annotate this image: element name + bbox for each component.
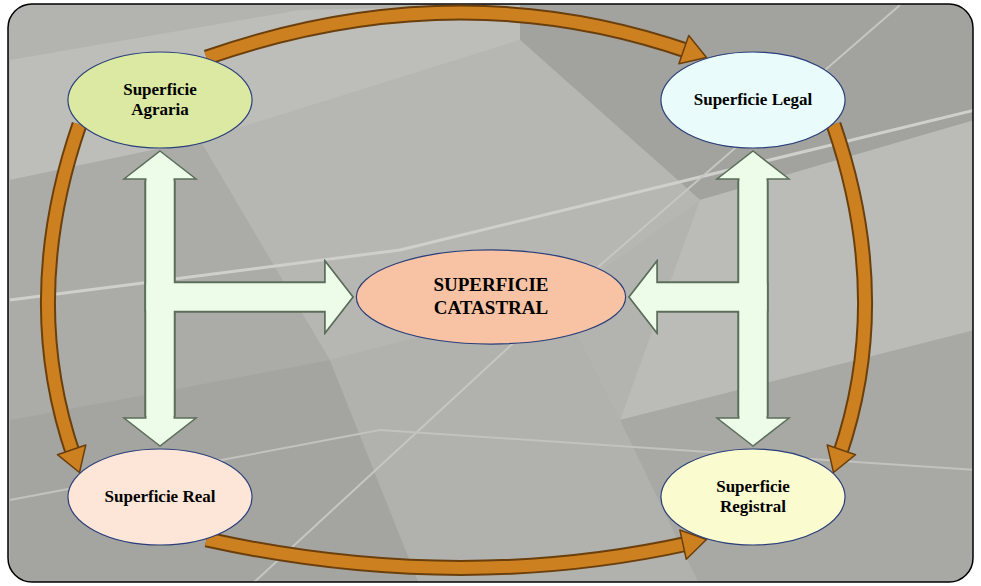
cycle-arrow-body: [207, 539, 689, 568]
thick-arrow-fills: [160, 176, 753, 421]
node-text-group: Superficie Registral: [693, 477, 813, 518]
node-label: Superficie Real: [105, 487, 216, 507]
cycle-arrow: [48, 125, 86, 473]
cycle-arrow-outline: [48, 125, 80, 456]
node-text-group: Superficie Real: [105, 487, 216, 507]
node-label: SUPERFICIE CATASTRAL: [406, 274, 576, 320]
cycle-arrow-head: [57, 445, 85, 473]
thick-arrow-head: [124, 418, 196, 446]
thick-arrow-head: [717, 151, 789, 179]
thick-arrow-outline: [629, 261, 753, 416]
thick-arrow-body: [654, 181, 753, 297]
ellipse-shape: [356, 250, 625, 344]
photo-ground: [8, 4, 973, 582]
thick-arrow-head: [717, 418, 789, 446]
thick-arrow-body: [160, 181, 328, 297]
thick-arrow-outlines: [124, 151, 789, 446]
thick-arrow-shaft-outline: [654, 181, 753, 297]
cycle-arrow-outline: [207, 539, 689, 568]
thick-arrow-shaft-outline: [654, 297, 753, 416]
cycle-arrow-outline: [834, 125, 866, 456]
frame-border: [8, 4, 973, 582]
thick-arrow-outline: [160, 261, 353, 416]
cycle-arrow: [207, 530, 707, 568]
ellipse-node: Superficie Agraria: [67, 51, 253, 149]
cycle-arrow-body: [207, 13, 690, 58]
node-text-group: Superficie Agraria: [100, 80, 220, 121]
cycle-arrow-head: [827, 445, 855, 473]
thick-arrow-shaft-outline: [160, 297, 328, 416]
ellipse-node: Superficie Registral: [660, 448, 846, 546]
cycle-arrow: [827, 125, 865, 473]
node-label: Superficie Registral: [693, 477, 813, 518]
ellipse-node: Superficie Legal: [660, 51, 846, 149]
thick-arrow-head: [325, 261, 353, 333]
node-text-group: Superficie Legal: [694, 90, 813, 110]
node-text-group: SUPERFICIE CATASTRAL: [406, 274, 576, 320]
thick-arrow-head: [629, 261, 657, 333]
thick-arrow-body: [654, 297, 753, 416]
thick-arrow-body: [160, 297, 328, 416]
ellipse-shape: [68, 449, 252, 545]
cycle-arrow-outline: [207, 13, 690, 58]
ellipse-shape: [68, 52, 252, 148]
cycle-arrow: [207, 13, 707, 64]
thick-arrow-head: [325, 261, 353, 333]
thick-arrow-head: [124, 151, 196, 179]
ellipse-node: SUPERFICIE CATASTRAL: [355, 249, 627, 345]
field-pattern: [8, 4, 973, 582]
ellipse-shape: [661, 449, 845, 545]
road: [250, 5, 900, 582]
node-label: Superficie Legal: [694, 90, 813, 110]
cycle-arrows: [48, 13, 865, 568]
cycle-arrow-body: [834, 125, 866, 456]
ellipse-node: Superficie Real: [67, 448, 253, 546]
thick-arrow-head: [629, 261, 657, 333]
ellipse-shape: [661, 52, 845, 148]
thick-arrow-shaft-outline: [160, 181, 328, 297]
node-label: Superficie Agraria: [100, 80, 220, 121]
cycle-arrow-body: [48, 125, 80, 456]
